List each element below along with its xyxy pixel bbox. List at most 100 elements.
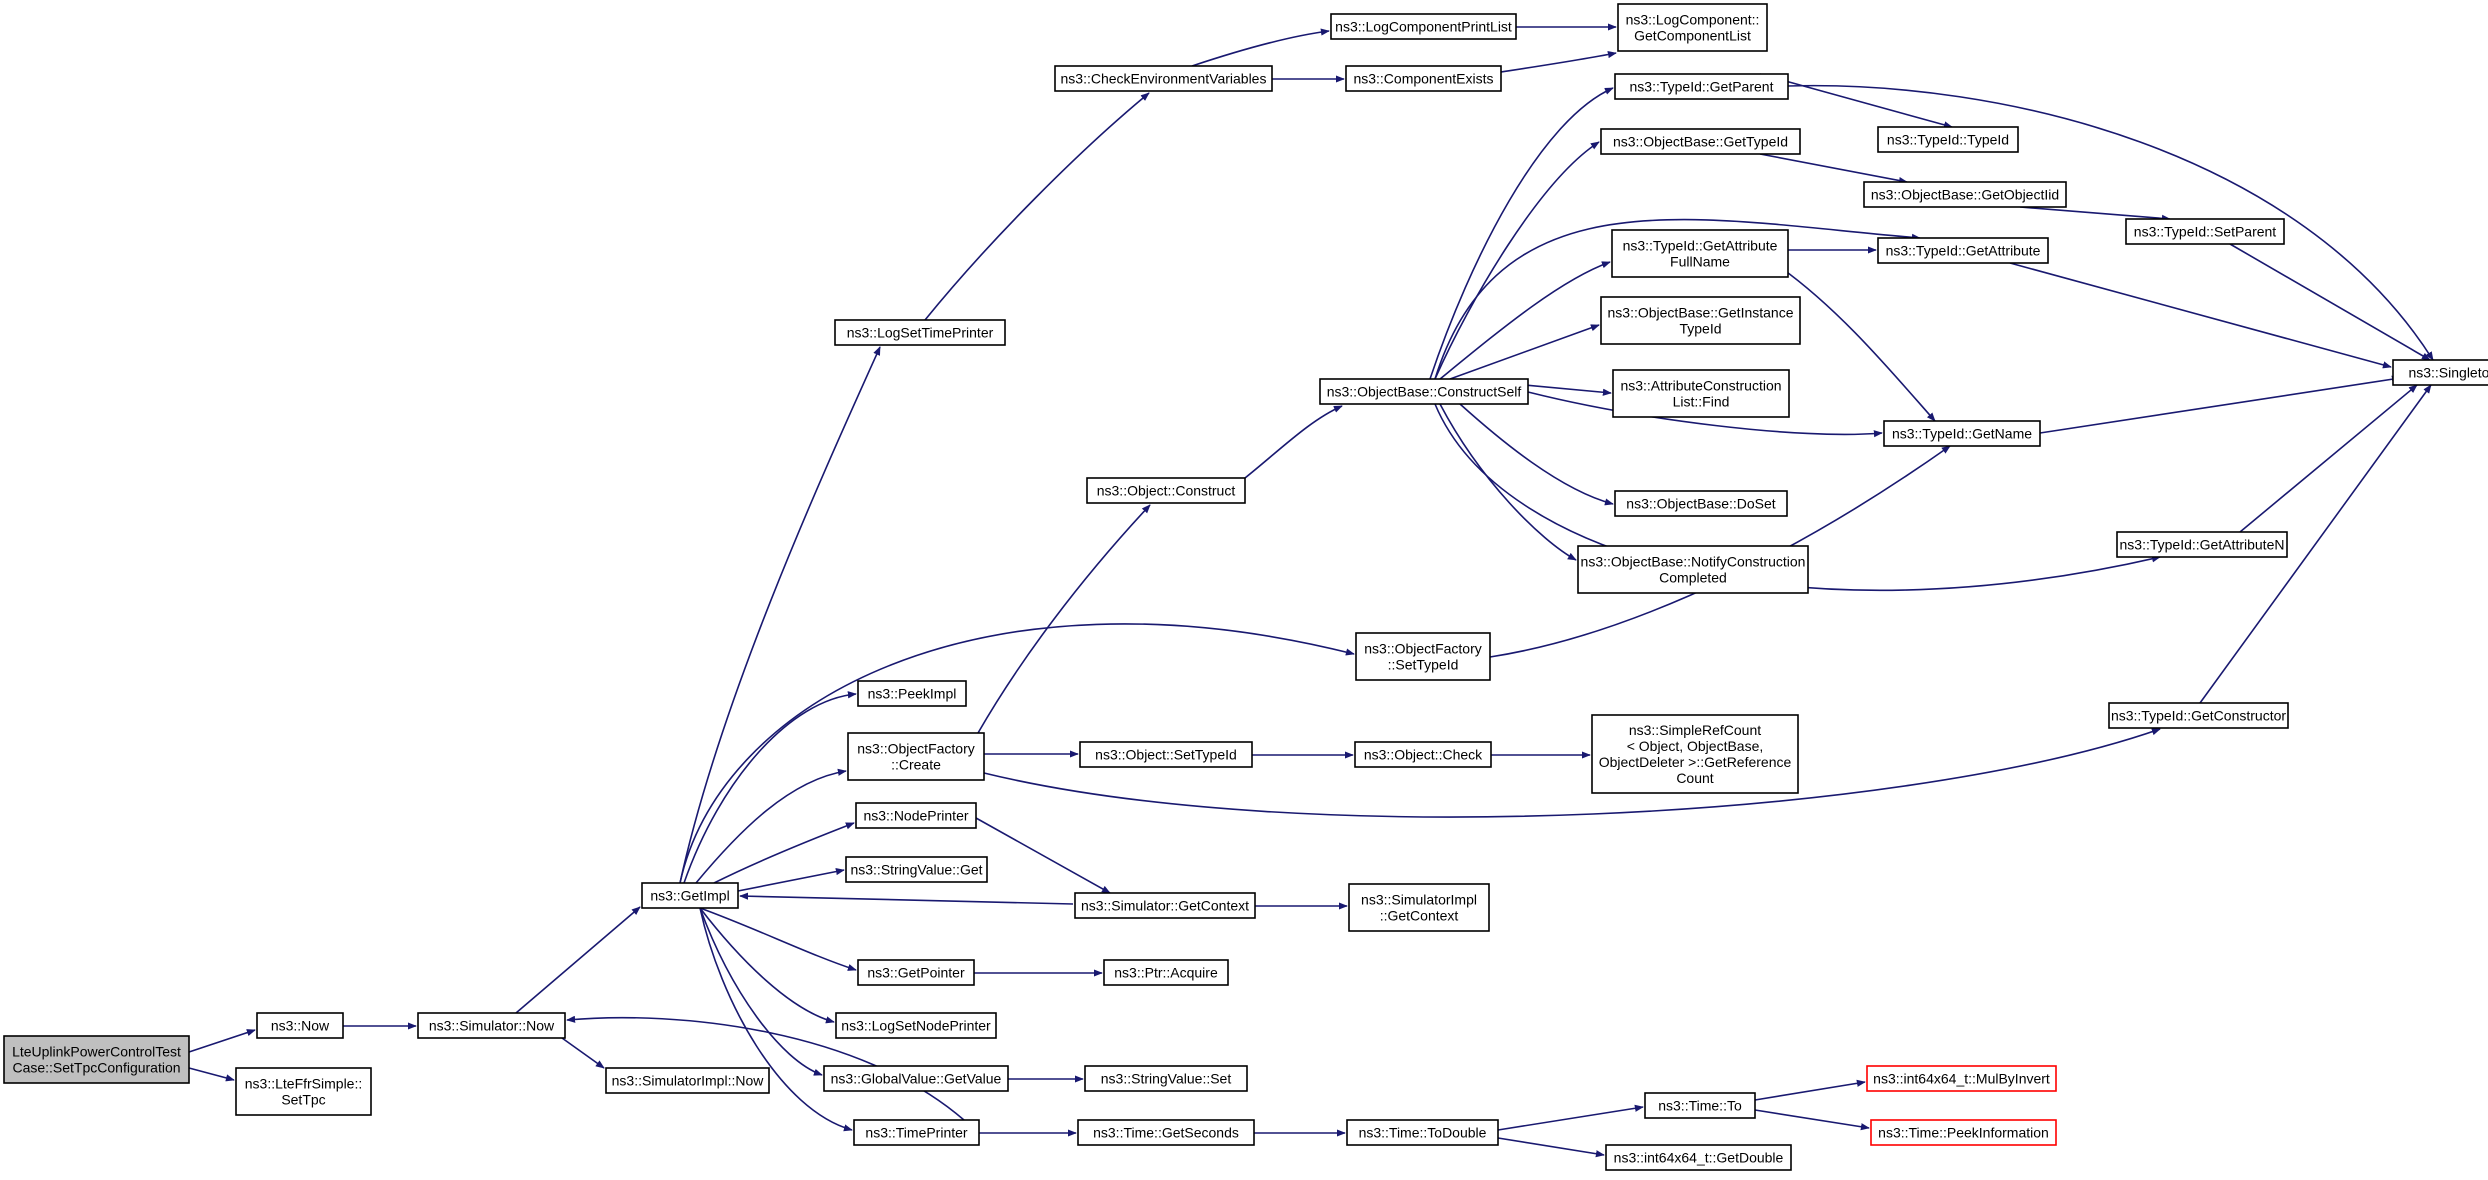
- function-node-logcompprint[interactable]: ns3::LogComponentPrintList: [1330, 13, 1517, 40]
- node-box: [417, 1012, 566, 1039]
- call-edge: [2009, 262, 2392, 369]
- function-node-timetodouble[interactable]: ns3::Time::ToDouble: [1346, 1119, 1499, 1146]
- function-node-simimplctx[interactable]: ns3::SimulatorImpl::GetContext: [1348, 883, 1490, 932]
- node-label-line: ::GetContext: [1380, 908, 1459, 924]
- call-edge: [1759, 153, 1908, 185]
- function-node-objsettypeid[interactable]: ns3::Object::SetTypeId: [1079, 741, 1253, 768]
- node-box: [1577, 545, 1809, 594]
- node-box: [1870, 1119, 2057, 1146]
- node-label-line: ns3::ObjectBase::GetTypeId: [1613, 134, 1788, 150]
- function-node-simnow[interactable]: ns3::Simulator::Now: [417, 1012, 566, 1039]
- call-edge: [737, 868, 845, 892]
- function-node-now[interactable]: ns3::Now: [256, 1012, 344, 1039]
- call-edge: [695, 768, 847, 884]
- function-node-objconstruct[interactable]: ns3::Object::Construct: [1086, 477, 1246, 504]
- function-node-globalget[interactable]: ns3::GlobalValue::GetValue: [823, 1065, 1009, 1092]
- function-node-tidtypeid[interactable]: ns3::TypeId::TypeId: [1877, 126, 2019, 153]
- function-node-objcheck[interactable]: ns3::Object::Check: [1354, 741, 1492, 768]
- node-box: [845, 856, 988, 883]
- node-label-line: ns3::ObjectFactory: [857, 741, 975, 757]
- node-box: [1054, 65, 1273, 92]
- function-node-nodeprinter[interactable]: ns3::NodePrinter: [855, 802, 977, 829]
- function-node-tidgetattrn[interactable]: ns3::TypeId::GetAttributeN: [2116, 531, 2288, 558]
- function-node-tidsetparent[interactable]: ns3::TypeId::SetParent: [2125, 218, 2285, 245]
- function-node-tidgetparent[interactable]: ns3::TypeId::GetParent: [1614, 73, 1789, 100]
- node-box: [857, 680, 967, 707]
- function-node-objfactcreate[interactable]: ns3::ObjectFactory::Create: [847, 732, 985, 781]
- function-node-logsetnode[interactable]: ns3::LogSetNodePrinter: [835, 1012, 997, 1039]
- function-node-logsettime[interactable]: ns3::LogSetTimePrinter: [834, 319, 1006, 346]
- node-label-line: ::SetTypeId: [1388, 657, 1459, 673]
- function-node-obdoset[interactable]: ns3::ObjectBase::DoSet: [1614, 490, 1788, 517]
- node-label-line: GetComponentList: [1634, 28, 1751, 44]
- function-node-simplerefcount[interactable]: ns3::SimpleRefCount< Object, ObjectBase,…: [1591, 714, 1799, 794]
- function-node-int64getdouble[interactable]: ns3::int64x64_t::GetDouble: [1605, 1144, 1792, 1171]
- node-box: [1345, 65, 1502, 92]
- node-label-line: ::Create: [891, 757, 941, 773]
- node-box: [1863, 181, 2067, 208]
- call-edge: [1500, 51, 1617, 73]
- function-node-logcompget[interactable]: ns3::LogComponent::GetComponentList: [1617, 3, 1768, 52]
- call-edge: [924, 92, 1150, 321]
- node-label-line: ns3::ObjectBase::GetObjectIid: [1871, 187, 2059, 203]
- function-node-singletonget[interactable]: ns3::Singleton::Get: [2392, 359, 2488, 386]
- node-box: [1086, 477, 1246, 504]
- function-node-obnotify[interactable]: ns3::ObjectBase::NotifyConstructionCompl…: [1577, 545, 1809, 594]
- call-edge: [561, 1037, 605, 1069]
- function-node-tidgetctor[interactable]: ns3::TypeId::GetConstructor: [2108, 702, 2289, 729]
- function-node-root[interactable]: LteUplinkPowerControlTestCase::SetTpcCon…: [3, 1035, 190, 1084]
- call-edge: [1439, 261, 1611, 380]
- node-label-line: ns3::PeekImpl: [868, 686, 957, 702]
- node-box: [1614, 490, 1788, 517]
- function-node-timeprinter[interactable]: ns3::TimePrinter: [853, 1119, 980, 1146]
- call-edge: [1489, 445, 1951, 658]
- function-node-checkenv[interactable]: ns3::CheckEnvironmentVariables: [1054, 65, 1273, 92]
- function-node-ptracquire[interactable]: ns3::Ptr::Acquire: [1103, 959, 1229, 986]
- function-node-timegetsec[interactable]: ns3::Time::GetSeconds: [1077, 1119, 1255, 1146]
- node-box: [2108, 702, 2289, 729]
- function-node-mulbyinvert[interactable]: ns3::int64x64_t::MulByInvert: [1866, 1065, 2057, 1092]
- node-box: [1644, 1092, 1756, 1119]
- node-box: [1077, 1119, 1255, 1146]
- function-node-timeto[interactable]: ns3::Time::To: [1644, 1092, 1756, 1119]
- node-label-line: ns3::Object::Construct: [1097, 483, 1236, 499]
- function-node-compexists[interactable]: ns3::ComponentExists: [1345, 65, 1502, 92]
- call-edge: [1434, 141, 1600, 380]
- call-edge: [679, 346, 881, 884]
- node-box: [853, 1119, 980, 1146]
- function-node-getimpl[interactable]: ns3::GetImpl: [641, 882, 739, 909]
- node-box: [1614, 73, 1789, 100]
- node-label-line: ns3::GlobalValue::GetValue: [831, 1071, 1002, 1087]
- node-label-line: ns3::LogSetTimePrinter: [847, 325, 994, 341]
- function-node-stringget[interactable]: ns3::StringValue::Get: [845, 856, 988, 883]
- function-node-peekinfo[interactable]: ns3::Time::PeekInformation: [1870, 1119, 2057, 1146]
- function-node-getpointer[interactable]: ns3::GetPointer: [857, 959, 975, 986]
- function-node-tidgetattr[interactable]: ns3::TypeId::GetAttribute: [1877, 237, 2049, 264]
- node-box: [235, 1067, 372, 1116]
- function-node-lteffr[interactable]: ns3::LteFfrSimple::SetTpc: [235, 1067, 372, 1116]
- function-node-objfactsettype[interactable]: ns3::ObjectFactory::SetTypeId: [1355, 632, 1491, 681]
- node-label-line: ns3::TypeId::GetName: [1892, 426, 2032, 442]
- node-label-line: ns3::SimulatorImpl: [1361, 892, 1477, 908]
- function-node-peekimpl[interactable]: ns3::PeekImpl: [857, 680, 967, 707]
- function-node-constructself[interactable]: ns3::ObjectBase::ConstructSelf: [1319, 378, 1529, 405]
- function-node-simimplnow[interactable]: ns3::SimulatorImpl::Now: [605, 1067, 770, 1094]
- function-node-obgetobjid[interactable]: ns3::ObjectBase::GetObjectIid: [1863, 181, 2067, 208]
- node-label-line: ns3::Time::ToDouble: [1359, 1125, 1487, 1141]
- node-label-line: ns3::TypeId::GetAttribute: [1886, 243, 2041, 259]
- function-node-tidgetname[interactable]: ns3::TypeId::GetName: [1883, 420, 2041, 447]
- node-label-line: ns3::AttributeConstruction: [1620, 378, 1781, 394]
- function-node-simgetctx[interactable]: ns3::Simulator::GetContext: [1074, 892, 1256, 919]
- node-box: [1877, 126, 2019, 153]
- node-box: [1330, 13, 1517, 40]
- node-label-line: ns3::ObjectBase::NotifyConstruction: [1581, 554, 1806, 570]
- function-node-obgettypeid[interactable]: ns3::ObjectBase::GetTypeId: [1600, 128, 1801, 155]
- node-box: [1319, 378, 1529, 405]
- function-node-stringset[interactable]: ns3::StringValue::Set: [1084, 1065, 1248, 1092]
- node-label-line: ns3::ObjectFactory: [1364, 641, 1482, 657]
- call-edge: [1429, 87, 1614, 380]
